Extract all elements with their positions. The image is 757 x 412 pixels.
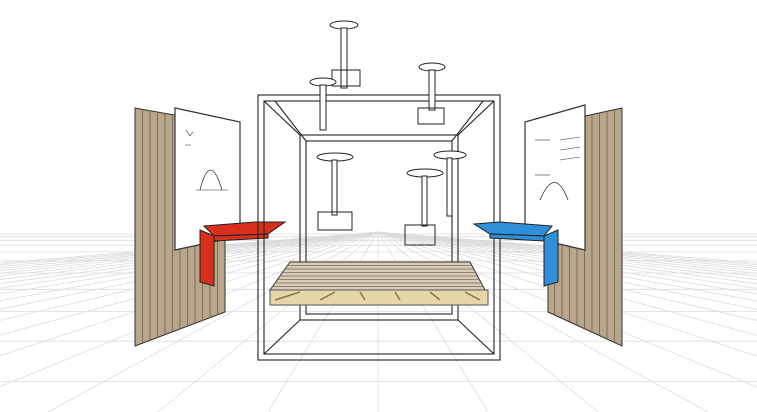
- grid-line: [377, 231, 757, 272]
- perspective-grid: [0, 231, 757, 412]
- red-desk: [199, 221, 287, 287]
- grid-line: [0, 231, 379, 264]
- grid-line: [0, 231, 379, 321]
- grid-line: [377, 231, 757, 302]
- grid-line: [0, 231, 379, 265]
- grid-line: [0, 231, 379, 267]
- grid-line: [377, 231, 757, 277]
- grid-line: [377, 231, 757, 336]
- grid-line: [0, 231, 379, 336]
- slatted-platform: [269, 261, 489, 306]
- grid-line: [377, 231, 757, 266]
- grid-line: [377, 231, 757, 264]
- grid-line: [377, 231, 489, 412]
- grid-line: [0, 231, 379, 310]
- grid-line: [0, 231, 379, 274]
- center-frame: [257, 94, 501, 361]
- grid-line: [377, 231, 757, 269]
- grid-line: [267, 231, 379, 412]
- grid-line: [377, 231, 757, 322]
- grid-line: [377, 231, 757, 310]
- grid-line: [0, 231, 379, 269]
- grid-line: [0, 231, 379, 277]
- blue-desk: [472, 221, 559, 287]
- grid-line: [0, 231, 379, 272]
- grid-line: [0, 231, 379, 357]
- hanging-stools: [309, 20, 467, 246]
- grid-line: [377, 231, 757, 267]
- grid-line: [377, 231, 757, 274]
